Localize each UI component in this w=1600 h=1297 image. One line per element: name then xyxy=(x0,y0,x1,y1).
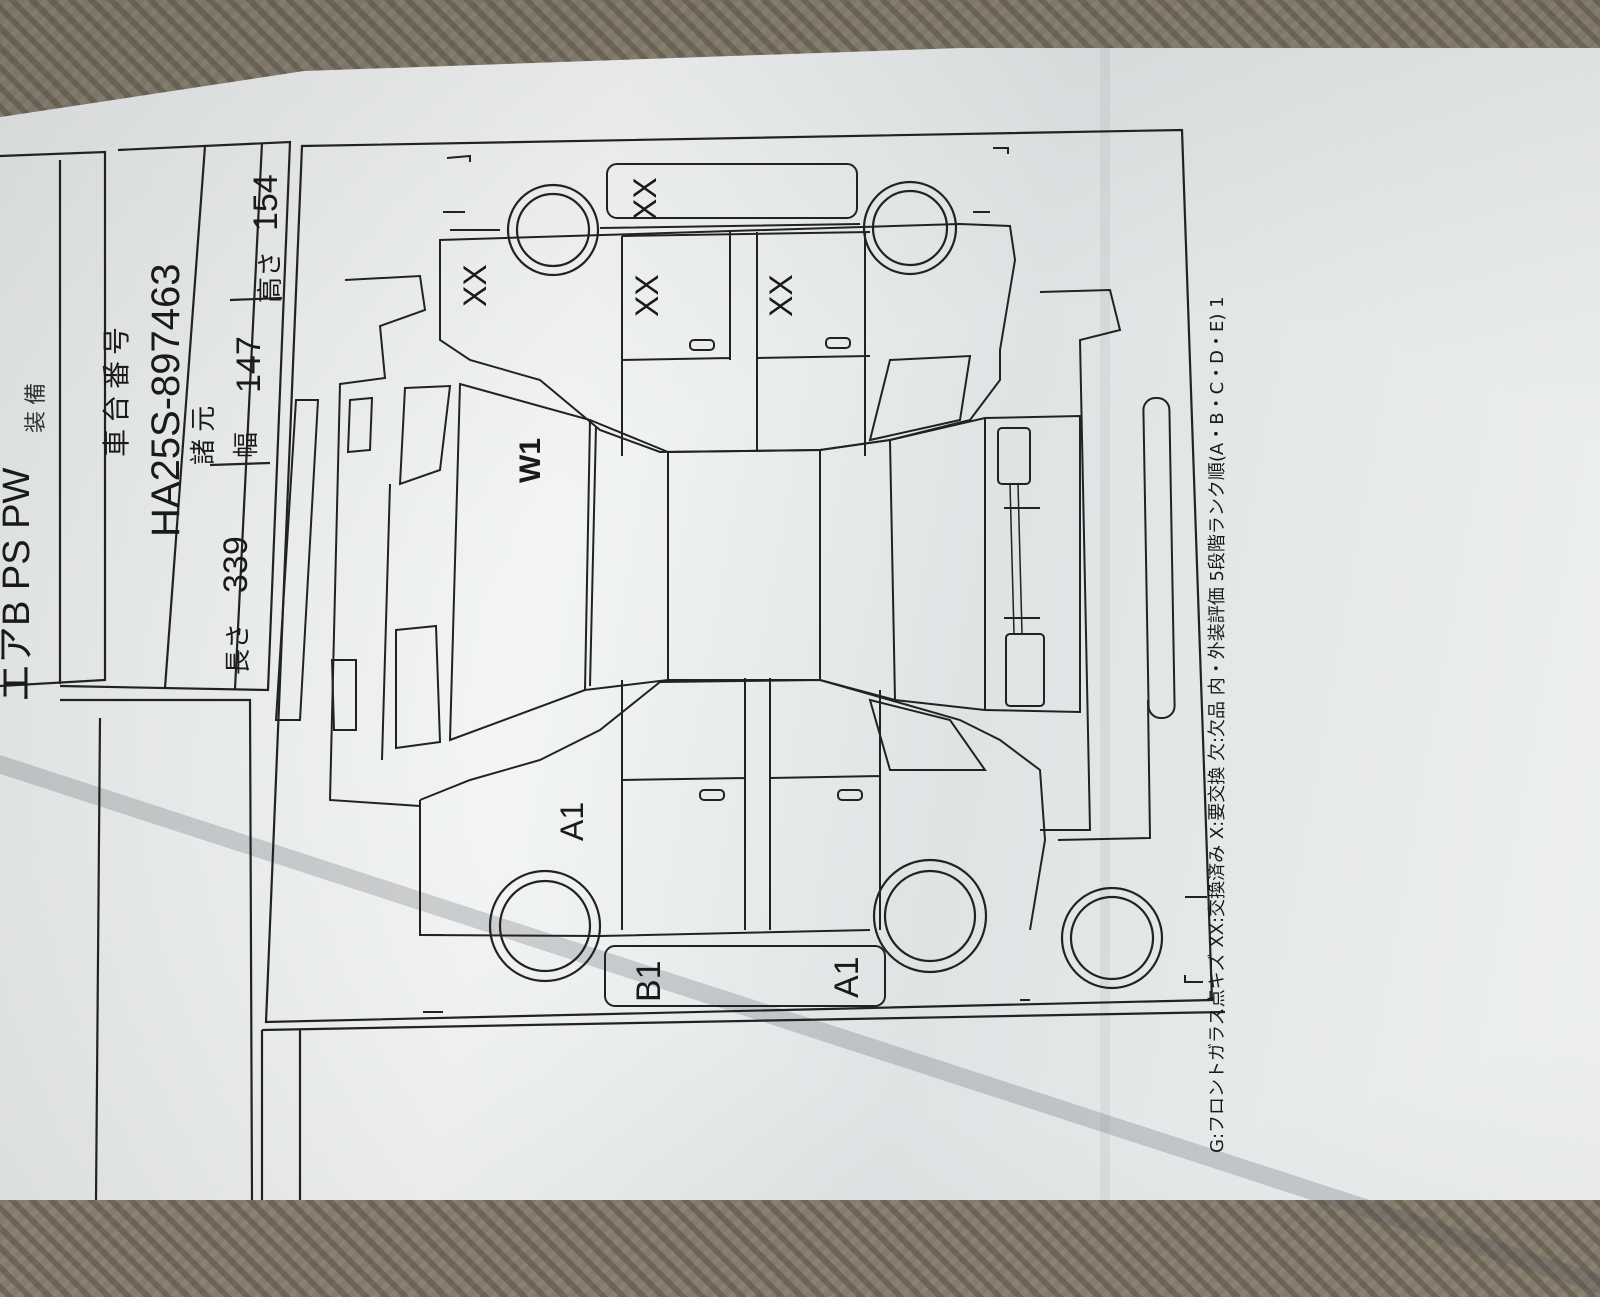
width-value: 147 xyxy=(230,336,268,393)
top-partial-text: 装 備 xyxy=(23,382,48,433)
chassis-number-label: 車台番号 xyxy=(101,320,132,457)
length-value: 339 xyxy=(217,536,255,593)
damage-marker-right-front-fender: A1 xyxy=(554,801,590,841)
height-value: 154 xyxy=(247,174,285,231)
form-lines xyxy=(0,128,1226,1200)
length-label: 長さ xyxy=(223,622,253,675)
chassis-number: HA25S-897463 xyxy=(144,263,188,537)
legend-text: G:フロントガラス点キズ XX:交換済み X:要交換 欠:欠品 内・外装評価 5… xyxy=(1207,296,1228,1153)
damage-marker-front-bumper-left: B1 xyxy=(630,960,668,1002)
specs-label: 諸 元 xyxy=(188,405,218,465)
damage-marker-rear-left-quarter: XX xyxy=(457,264,493,307)
paper-crease xyxy=(1100,40,1110,1200)
damage-marker-front-left-door: XX xyxy=(763,274,799,317)
damage-marker-front-bumper-right: A1 xyxy=(828,956,866,998)
damage-marker-rear-left-door: XX xyxy=(629,274,665,317)
damage-marker-windshield: W1 xyxy=(514,438,547,483)
height-label: 高さ xyxy=(255,250,285,303)
wheel xyxy=(488,180,1164,990)
equipment-codes: エアB PS PW xyxy=(0,467,38,702)
damage-marker-rear-bumper: XX xyxy=(627,177,663,220)
width-label: 幅 xyxy=(231,431,261,458)
car-diagram xyxy=(274,147,1207,1013)
